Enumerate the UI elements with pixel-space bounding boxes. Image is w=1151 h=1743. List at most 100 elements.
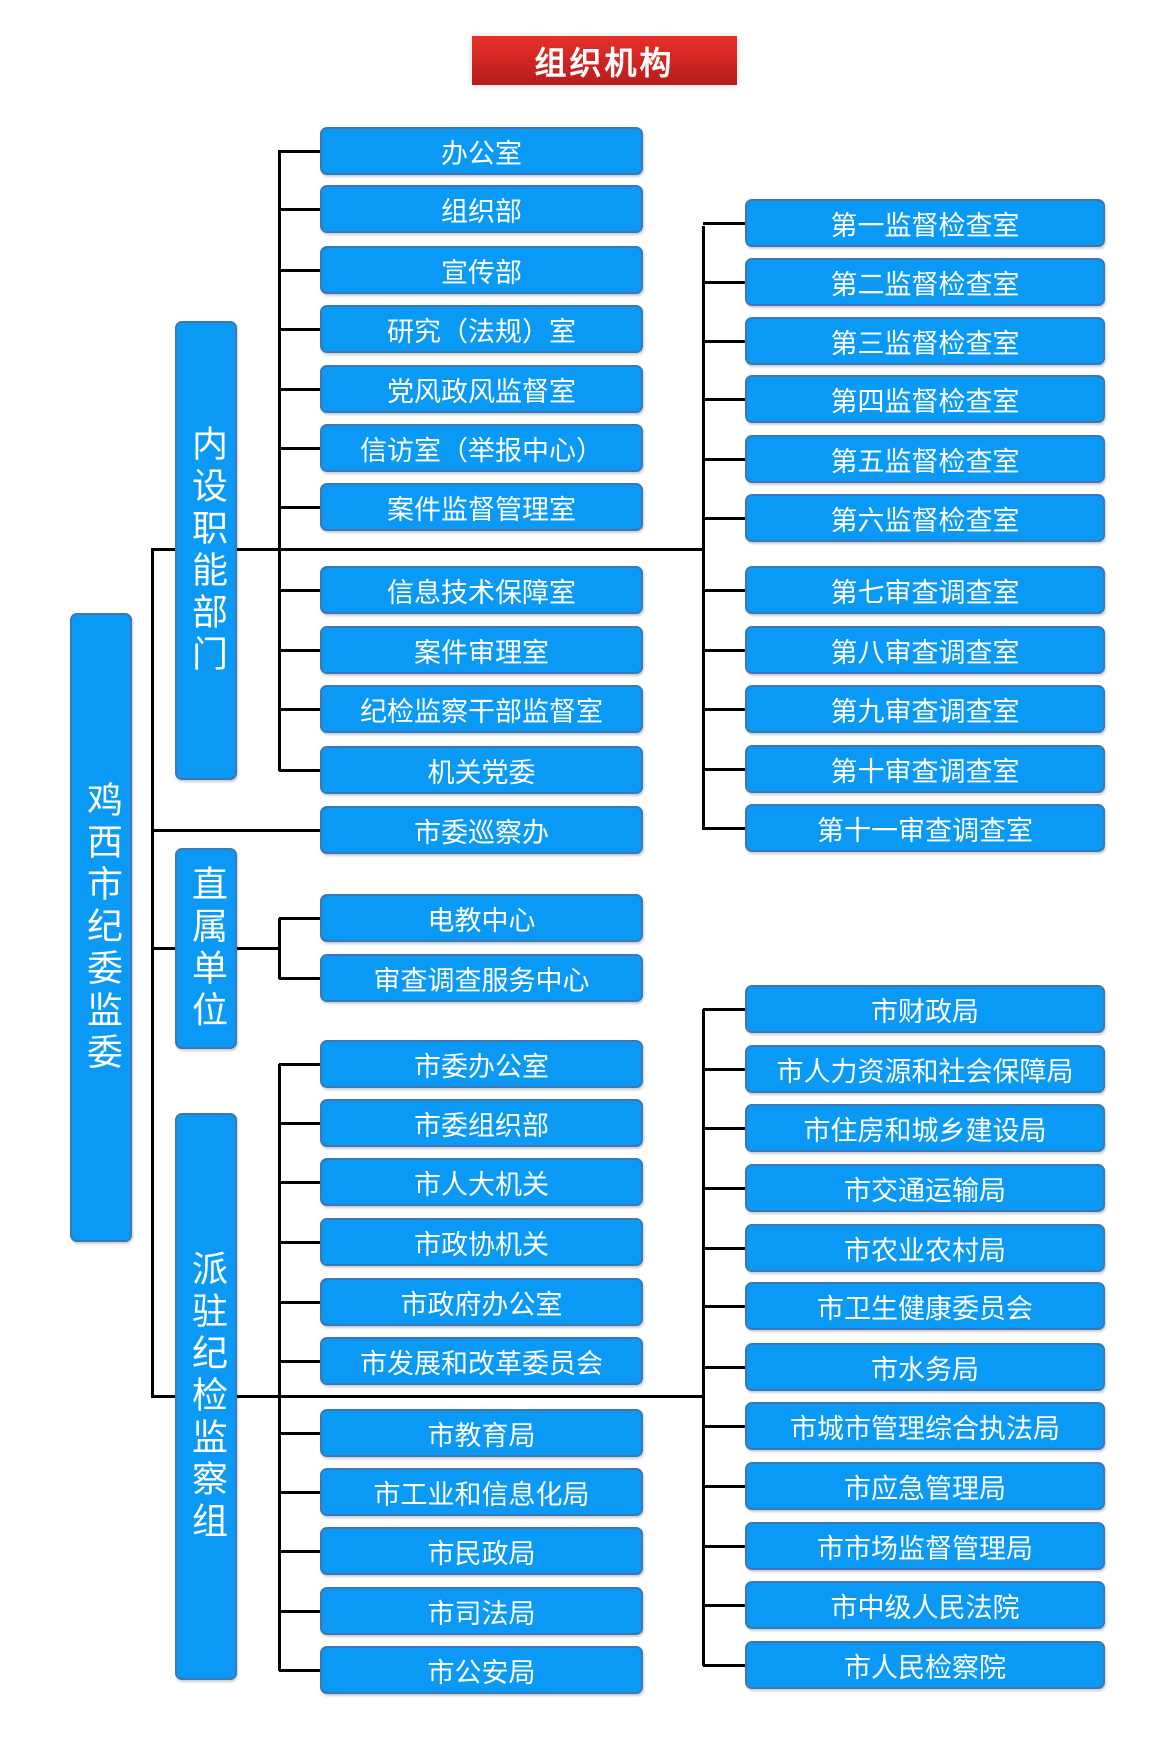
org-node: 市人力资源和社会保障局 xyxy=(745,1045,1105,1093)
org-node: 市政协机关 xyxy=(320,1218,643,1266)
connector-line xyxy=(279,917,320,920)
connector-line xyxy=(279,447,320,450)
connector-line xyxy=(279,1063,320,1066)
connector-line xyxy=(703,1425,745,1428)
org-node: 宣传部 xyxy=(320,246,643,294)
connector-line xyxy=(279,977,320,980)
connector-line xyxy=(703,649,745,652)
root-node: 鸡西市纪委监委 xyxy=(70,613,132,1242)
connector-line xyxy=(703,768,745,771)
connector-line xyxy=(279,1550,320,1553)
connector-line xyxy=(703,1247,745,1250)
org-node: 第七审查调查室 xyxy=(745,566,1105,614)
org-node: 信访室（举报中心） xyxy=(320,424,643,472)
connector-line xyxy=(279,1181,320,1184)
connector-line xyxy=(703,517,745,520)
org-node: 第十审查调查室 xyxy=(745,745,1105,793)
org-node: 第六监督检查室 xyxy=(745,494,1105,542)
org-node: 案件监督管理室 xyxy=(320,483,643,531)
org-node: 市农业农村局 xyxy=(745,1224,1105,1272)
connector-line xyxy=(279,1669,320,1672)
connector-line xyxy=(279,1122,320,1125)
org-node: 市城市管理综合执法局 xyxy=(745,1402,1105,1450)
group-internal-departments: 内设职能部门 xyxy=(175,321,237,780)
org-node: 第九审查调查室 xyxy=(745,685,1105,733)
org-node: 市人大机关 xyxy=(320,1158,643,1206)
connector-line xyxy=(279,208,320,211)
org-node: 机关党委 xyxy=(320,746,643,794)
org-node: 信息技术保障室 xyxy=(320,566,643,614)
connector-line xyxy=(279,328,320,331)
connector-line xyxy=(703,827,745,830)
org-node: 市教育局 xyxy=(320,1409,643,1457)
org-node: 市住房和城乡建设局 xyxy=(745,1104,1105,1152)
org-node: 第二监督检查室 xyxy=(745,258,1105,306)
org-node: 市司法局 xyxy=(320,1587,643,1635)
org-node: 第四监督检查室 xyxy=(745,375,1105,423)
org-node: 市政府办公室 xyxy=(320,1278,643,1326)
org-node: 市应急管理局 xyxy=(745,1462,1105,1510)
org-node: 案件审理室 xyxy=(320,626,643,674)
org-node: 纪检监察干部监督室 xyxy=(320,685,643,733)
connector-line xyxy=(279,1241,320,1244)
org-node: 市财政局 xyxy=(745,985,1105,1033)
connector-line xyxy=(279,649,320,652)
org-node: 市水务局 xyxy=(745,1343,1105,1391)
connector-line xyxy=(703,1127,745,1130)
connector-line xyxy=(703,1604,745,1607)
org-node: 市市场监督管理局 xyxy=(745,1522,1105,1570)
connector-line xyxy=(279,388,320,391)
org-node: 市交通运输局 xyxy=(745,1164,1105,1212)
org-node: 市卫生健康委员会 xyxy=(745,1282,1105,1330)
org-node: 市民政局 xyxy=(320,1527,643,1575)
connector-line xyxy=(703,340,745,343)
org-node: 第十一审查调查室 xyxy=(745,804,1105,852)
connector-line xyxy=(703,1485,745,1488)
connector-line xyxy=(279,1610,320,1613)
page-title: 组织机构 xyxy=(472,36,737,85)
group-stationed-teams: 派驻纪检监察组 xyxy=(175,1113,237,1680)
org-node: 市公安局 xyxy=(320,1646,643,1694)
org-node: 研究（法规）室 xyxy=(320,305,643,353)
org-node: 第五监督检查室 xyxy=(745,435,1105,483)
connector-line xyxy=(703,281,745,284)
org-node: 市委办公室 xyxy=(320,1040,643,1088)
org-node: 市发展和改革委员会 xyxy=(320,1337,643,1385)
connector-line xyxy=(279,269,320,272)
org-node: 审查调查服务中心 xyxy=(320,954,643,1002)
org-node: 电教中心 xyxy=(320,894,643,942)
connector-line xyxy=(279,150,320,153)
org-node: 组织部 xyxy=(320,185,643,233)
connector-line xyxy=(703,1366,745,1369)
group-direct-units: 直属单位 xyxy=(175,848,237,1049)
connector-line xyxy=(703,1187,745,1190)
connector-line xyxy=(279,1301,320,1304)
org-node: 第一监督检查室 xyxy=(745,199,1105,247)
connector-line xyxy=(279,1360,320,1363)
connector-line xyxy=(703,708,745,711)
org-node: 市人民检察院 xyxy=(745,1641,1105,1689)
connector-line xyxy=(703,1664,745,1667)
connector-line xyxy=(279,1432,320,1435)
connector-line xyxy=(279,589,320,592)
org-node: 党风政风监督室 xyxy=(320,365,643,413)
connector-line xyxy=(279,708,320,711)
connector-line xyxy=(703,222,745,225)
org-node: 第三监督检查室 xyxy=(745,317,1105,365)
connector-line xyxy=(703,458,745,461)
connector-line xyxy=(279,769,320,772)
node-inspection-office: 市委巡察办 xyxy=(320,806,643,854)
org-node: 第八审查调查室 xyxy=(745,626,1105,674)
connector-line xyxy=(703,398,745,401)
connector-line xyxy=(279,1491,320,1494)
org-node: 办公室 xyxy=(320,127,643,175)
connector-line xyxy=(703,1008,745,1011)
connector-line xyxy=(703,1545,745,1548)
connector-line xyxy=(279,506,320,509)
org-node: 市中级人民法院 xyxy=(745,1581,1105,1629)
connector-line xyxy=(703,589,745,592)
org-node: 市工业和信息化局 xyxy=(320,1468,643,1516)
connector-line xyxy=(703,1068,745,1071)
org-node: 市委组织部 xyxy=(320,1099,643,1147)
connector-line xyxy=(703,1305,745,1308)
